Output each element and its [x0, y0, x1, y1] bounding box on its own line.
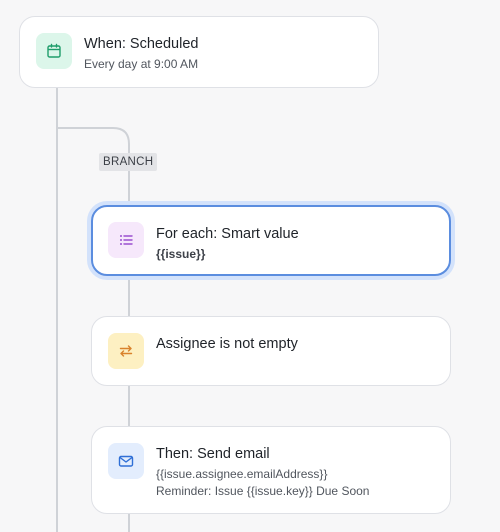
for-each-title: For each: Smart value — [156, 226, 299, 242]
for-each-icon-tile — [108, 222, 144, 258]
action-subject: Reminder: Issue {{issue.key}} Due Soon — [156, 484, 370, 498]
condition-icon-tile — [108, 333, 144, 369]
calendar-icon — [47, 43, 61, 58]
condition-card[interactable]: Assignee is not empty — [91, 316, 451, 386]
trigger-icon-tile — [36, 33, 72, 69]
branch-label: BRANCH — [99, 153, 158, 171]
swap-arrows-icon — [119, 345, 133, 357]
mail-icon — [118, 455, 134, 467]
list-icon — [120, 235, 133, 245]
trigger-title: When: Scheduled — [84, 36, 199, 52]
action-title: Then: Send email — [156, 446, 270, 462]
condition-title: Assignee is not empty — [156, 336, 298, 352]
trigger-card[interactable]: When: Scheduled Every day at 9:00 AM — [19, 16, 379, 88]
action-card[interactable]: Then: Send email {{issue.assignee.emailA… — [91, 426, 451, 514]
for-each-card[interactable]: For each: Smart value {{issue}} — [91, 205, 451, 276]
trigger-schedule: Every day at 9:00 AM — [84, 57, 199, 71]
for-each-smart-value: {{issue}} — [156, 247, 206, 261]
branch-connector-line — [57, 127, 130, 205]
action-icon-tile — [108, 443, 144, 479]
action-recipient: {{issue.assignee.emailAddress}} — [156, 467, 328, 481]
